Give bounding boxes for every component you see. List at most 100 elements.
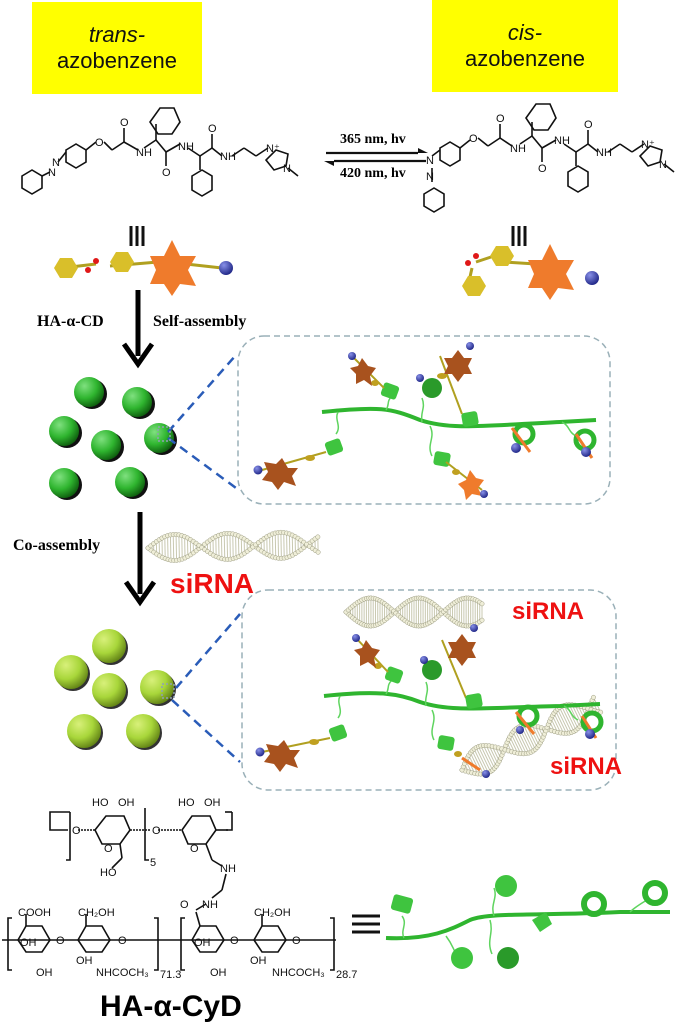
base-pair-rung: [551, 715, 562, 734]
guest-star: [444, 350, 472, 382]
base-pair-rung: [226, 533, 229, 560]
trans-atom-labels: N N O O NH O NH O NH N⁺ N: [48, 117, 291, 179]
base-pair-rung: [475, 747, 489, 774]
ha-repeat-count: 71.3: [160, 969, 181, 981]
atom-nhcoch3: NHCOCH₃: [272, 967, 325, 979]
atom-n-plus: N⁺: [641, 139, 655, 151]
base-pair-rung: [485, 745, 497, 767]
cyclodextrin-cup: [451, 947, 473, 969]
azo-n-atom: [85, 267, 91, 273]
atom-cooh: COOH: [18, 907, 51, 919]
base-pair-rung: [561, 706, 575, 732]
host-guest-unit: [431, 709, 490, 778]
atom-nh: NH: [136, 147, 152, 159]
complex-sphere: [67, 714, 101, 748]
base-pair-rung: [223, 533, 226, 560]
atom-o: O: [190, 843, 199, 855]
host-guest-unit: [514, 704, 540, 735]
base-pair-rung: [277, 532, 280, 559]
host-guest-unit: [561, 421, 597, 459]
backbone-bead: [479, 617, 485, 623]
base-pair-rung: [534, 725, 543, 741]
self-assembly-label: Self-assembly: [153, 313, 247, 330]
host-guest-unit: [352, 634, 404, 695]
hyaluronic-acid-backbone: [323, 691, 601, 711]
atom-ch2oh: CH₂OH: [78, 907, 115, 919]
host-guest-unit: [416, 342, 479, 427]
co-assembly-arrow: [123, 512, 157, 607]
forward-light-label: 365 nm, hv: [340, 132, 406, 147]
cyclodextrin-cup: [465, 693, 483, 709]
ha-alpha-cd-label: HA-α-CD: [37, 313, 104, 330]
atom-o: O: [538, 163, 547, 175]
base-pair-rung: [178, 534, 180, 560]
cyclodextrin-cup: [384, 666, 404, 684]
ha-cd-repeat-count: 28.7: [336, 969, 357, 981]
cyclodextrin-cup: [495, 875, 517, 897]
backbone-bead: [315, 549, 321, 555]
base-pair-rung: [555, 710, 567, 734]
atom-o: O: [496, 113, 505, 125]
trans-guest-cartoon: [54, 240, 233, 296]
azo-hexagon: [54, 258, 78, 278]
atom-nh: NH: [220, 151, 236, 163]
host-guest-unit: [348, 352, 400, 411]
complex-sphere: [92, 673, 126, 707]
base-pair-rung: [514, 729, 527, 754]
micelle-sphere: [91, 430, 121, 460]
cyclodextrin-cup: [390, 894, 414, 914]
cation-sphere: [516, 726, 524, 734]
atom-nh: NH: [510, 143, 526, 155]
atom-nhcoch3: NHCOCH₃: [96, 967, 149, 979]
base-pair-rung: [571, 704, 582, 725]
azo-n-atom: [93, 258, 99, 264]
benzene-ring: [21, 169, 43, 195]
cyclodextrin-ring: [581, 891, 607, 917]
cd-repeat-count: 5: [150, 857, 156, 869]
benzene-ring: [525, 103, 557, 131]
base-pair-rung: [488, 745, 499, 765]
guest-star: [448, 634, 476, 666]
atom-n: N: [659, 159, 667, 171]
host-guest-unit: [429, 425, 488, 500]
base-pair-rung: [229, 533, 231, 560]
host-guest-unit: [563, 705, 604, 739]
cation-sphere: [482, 770, 490, 778]
atom-o: O: [469, 133, 478, 145]
atom-oh: OH: [36, 967, 53, 979]
cation-sphere: [352, 634, 360, 642]
cation-sphere: [470, 624, 478, 632]
atom-o: O: [584, 119, 593, 131]
atom-nh: NH: [178, 141, 194, 153]
atom-oh: OH: [20, 937, 37, 949]
atom-ho: HO: [178, 797, 195, 809]
complex-sphere: [126, 714, 160, 748]
atom-o: O: [72, 825, 81, 837]
equivalence-sign-trans: [129, 226, 145, 246]
guest-star: [262, 458, 298, 490]
cis-atom-labels: N N O O NH O NH O NH N⁺ N: [426, 113, 667, 183]
cation-sphere: [219, 261, 233, 275]
atom-n: N: [52, 157, 60, 169]
sirna-label-inset-bottom: siRNA: [550, 753, 623, 780]
cyclodextrin-cup: [380, 382, 400, 400]
complex-sphere: [92, 629, 126, 663]
sirna-label-inset-top: siRNA: [512, 598, 585, 625]
atom-o: O: [56, 935, 65, 947]
host-guest-unit: [420, 624, 483, 709]
complex-sphere: [140, 670, 174, 704]
atom-n: N: [48, 167, 56, 179]
cyclodextrin-cup: [324, 438, 344, 456]
glucose-ring: [181, 815, 217, 845]
imidazolium-ring: [638, 145, 663, 167]
cyclodextrin-cup: [437, 735, 455, 751]
atom-n: N: [426, 171, 434, 183]
zoom-lines-1: [157, 354, 237, 490]
atom-oh: OH: [210, 967, 227, 979]
atom-oh: OH: [204, 797, 221, 809]
base-pair-rung: [169, 534, 172, 561]
cyclodextrin-ring: [642, 880, 668, 906]
atom-o: O: [292, 935, 301, 947]
base-pair-rung: [478, 746, 492, 772]
cation-sphere: [466, 342, 474, 350]
